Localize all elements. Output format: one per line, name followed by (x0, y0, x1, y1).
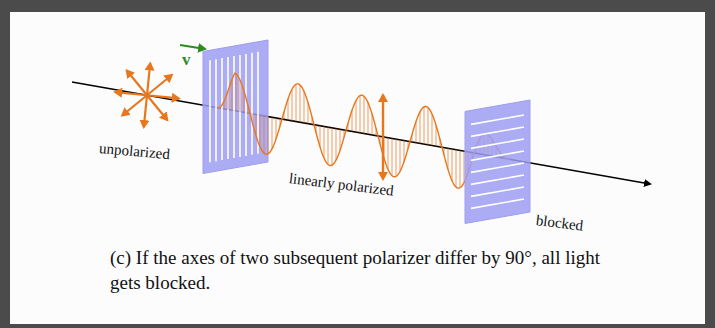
polarizer-slit (221, 58, 223, 160)
field-hatch (268, 117, 269, 154)
field-hatch (364, 96, 365, 133)
polarizer-slit (215, 59, 217, 161)
polarizer-slit (471, 139, 524, 148)
polarization-arrow (147, 95, 179, 98)
polarization-arrow (382, 95, 384, 137)
field-hatch (428, 108, 429, 145)
polarizer-slit (209, 60, 211, 162)
polarizer-slit (471, 199, 524, 208)
field-hatch (336, 129, 337, 161)
polarization-arrow (382, 137, 384, 179)
field-hatch (236, 74, 237, 111)
polarization-arrow (147, 95, 167, 120)
field-hatch (464, 151, 465, 183)
field-hatch (368, 103, 369, 135)
field-hatch (392, 138, 393, 175)
field-hatch (324, 126, 325, 158)
field-hatch (300, 85, 301, 122)
polarizer-slit (227, 57, 229, 159)
polarizer-slit (471, 175, 524, 184)
polarizer-slit (471, 187, 524, 196)
polarization-arrow (115, 92, 147, 95)
polarizer-slit (239, 55, 241, 157)
polarizer-slit (471, 127, 524, 136)
polarization-arrow (144, 95, 147, 127)
polarizer-slit (471, 115, 524, 124)
field-hatch (396, 139, 397, 176)
field-hatch (332, 128, 333, 165)
figure-caption: (c) If the axes of two subsequent polari… (110, 245, 630, 295)
field-hatch (264, 116, 265, 153)
polarizer-slit (233, 56, 235, 158)
field-hatch (272, 117, 273, 149)
vertical-polarizer (203, 40, 268, 173)
polarizer-slit (471, 151, 524, 160)
velocity-arrow (180, 45, 205, 49)
field-hatch (260, 115, 261, 147)
propagation-axis (72, 82, 650, 184)
polarizer-slit (245, 54, 247, 156)
field-hatch (452, 149, 453, 181)
field-hatch (304, 91, 305, 123)
field-hatch (400, 140, 401, 172)
field-hatch (328, 127, 329, 164)
polarizer-slit (471, 163, 524, 172)
polarization-arrow (122, 95, 147, 115)
field-hatch (388, 138, 389, 170)
field-hatch (296, 84, 297, 121)
field-hatch (292, 89, 293, 121)
horizontal-polarizer (465, 100, 530, 223)
polarizer-slit (251, 53, 253, 155)
field-hatch (240, 80, 241, 112)
field-hatch (424, 107, 425, 144)
field-hatch (420, 112, 421, 144)
field-hatch (356, 101, 357, 133)
field-hatch (232, 80, 233, 111)
field-hatch (360, 96, 361, 133)
field-hatch (456, 150, 457, 187)
polarization-arrow (127, 70, 147, 95)
polarization-arrow (147, 63, 150, 95)
velocity-label: v (182, 50, 191, 70)
field-hatch (432, 114, 433, 146)
polarization-arrow (147, 75, 172, 95)
field-hatch (460, 150, 461, 187)
